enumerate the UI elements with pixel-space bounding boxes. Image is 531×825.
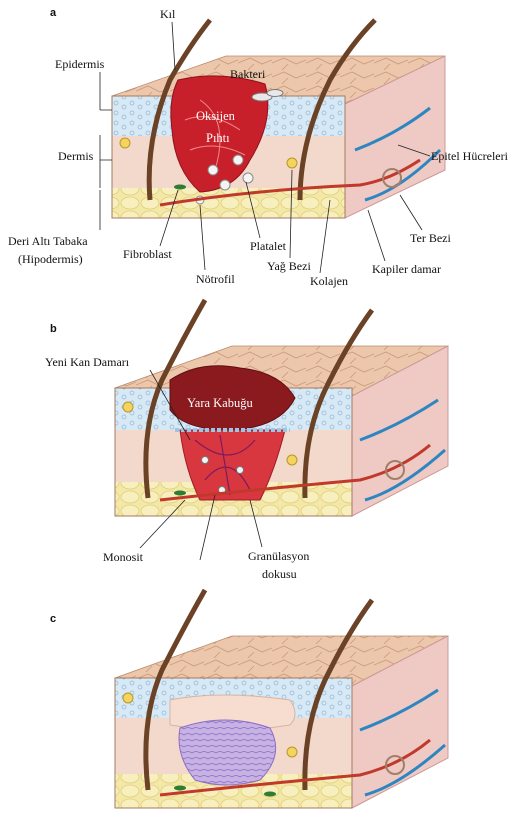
panel-b-skin-block xyxy=(115,300,448,516)
label-fibroblast: Fibroblast xyxy=(123,247,172,261)
label-sebaceous-gland: Yağ Bezi xyxy=(267,259,311,273)
label-hypodermis-2: (Hipodermis) xyxy=(18,252,83,266)
label-hair: Kıl xyxy=(160,7,176,21)
label-oxygen: Oksijen xyxy=(196,109,236,123)
panel-c-letter: c xyxy=(50,613,56,625)
label-collagen: Kolajen xyxy=(310,274,348,288)
label-neutrophil: Nötrofil xyxy=(196,272,235,286)
panel-b: b xyxy=(45,300,448,581)
panel-a-letter: a xyxy=(50,7,57,19)
label-clot: Pıhtı xyxy=(206,131,230,145)
label-granulation-2: dokusu xyxy=(262,567,297,581)
label-epidermis: Epidermis xyxy=(55,57,105,71)
label-bacteria: Bakteri xyxy=(230,67,266,81)
label-hypodermis-1: Deri Altı Tabaka xyxy=(8,234,88,248)
label-new-vessel: Yeni Kan Damarı xyxy=(45,355,130,369)
panel-a-skin-block xyxy=(112,20,445,218)
panel-a-fat-layer xyxy=(112,188,345,218)
label-epithelial-cells: Epitel Hücreleri xyxy=(431,149,509,163)
panel-a: a xyxy=(8,7,509,288)
label-capillary: Kapiler damar xyxy=(372,262,441,276)
label-monocyte: Monosit xyxy=(103,550,144,564)
label-platelet: Platalet xyxy=(250,239,287,253)
panel-c-skin-block xyxy=(115,590,448,808)
label-scab: Yara Kabuğu xyxy=(187,396,253,410)
label-granulation-1: Granülasyon xyxy=(248,549,309,563)
panel-b-letter: b xyxy=(50,323,57,335)
panel-c-scar-tissue xyxy=(179,720,276,785)
label-dermis: Dermis xyxy=(58,149,94,163)
panel-c: c xyxy=(50,590,448,808)
label-sweat-gland: Ter Bezi xyxy=(410,231,451,245)
